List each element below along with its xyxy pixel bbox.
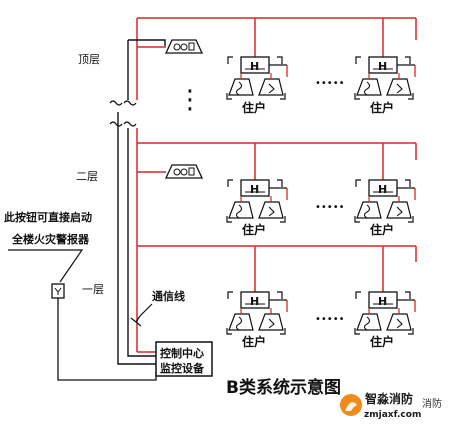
unit-h-symbol: H — [250, 295, 259, 308]
comm-line-leader — [135, 303, 153, 323]
unit-label: 住户 — [370, 222, 394, 237]
unit-h-symbol: H — [250, 183, 259, 196]
watermark: 智淼消防 zmjaxf.com 消防 — [340, 391, 442, 420]
unit-top-right: H — [354, 56, 416, 100]
unit-h-symbol: H — [378, 183, 387, 196]
unit-label: 住户 — [370, 100, 394, 115]
floor-label-first: 一层 — [82, 283, 104, 296]
unit-second-right: H — [354, 179, 416, 223]
red-branch-lines — [137, 17, 417, 292]
alarm-device-second — [164, 164, 204, 179]
control-center-line1: 控制中心 — [160, 346, 204, 360]
comm-line-label: 通信线 — [152, 289, 185, 303]
control-center: 控制中心 监控设备 — [155, 341, 213, 377]
watermark-suffix: 消防 — [422, 397, 442, 410]
main-risers — [117, 18, 166, 365]
vertical-dots-left: ⋮ — [177, 85, 203, 115]
control-center-line2: 监控设备 — [160, 361, 205, 375]
riser-break-marks — [109, 100, 137, 127]
watermark-brand: 智淼消防 — [364, 391, 413, 406]
unit-top-left: H — [226, 56, 288, 100]
bypass-note-leader — [8, 249, 84, 283]
unit-h-symbol: H — [378, 60, 387, 73]
unit-label: 住户 — [242, 334, 266, 349]
ellipsis-top: ••••• — [315, 78, 345, 89]
comm-line-tick — [130, 317, 142, 327]
unit-h-symbol: H — [250, 60, 259, 73]
floor-label-second: 二层 — [76, 170, 98, 183]
watermark-url: zmjaxf.com — [364, 410, 421, 420]
diagram-caption: B类系统示意图 — [226, 377, 341, 398]
unit-second-left: H — [226, 179, 288, 223]
ellipsis-first: ••••• — [315, 314, 345, 325]
manual-alarm-button — [51, 283, 157, 381]
floor-label-top: 顶层 — [78, 53, 100, 66]
unit-label: 住户 — [242, 222, 266, 237]
unit-label: 住户 — [370, 334, 394, 349]
unit-h-symbol: H — [378, 295, 387, 308]
ellipsis-second: ••••• — [315, 202, 345, 213]
bypass-note-line1: 此按钮可直接启动 — [4, 210, 92, 224]
unit-first-left: H — [226, 291, 288, 335]
unit-first-right: H — [354, 291, 416, 335]
bypass-note-line2: 全楼火灾警报器 — [11, 232, 90, 246]
alarm-device-top — [164, 39, 204, 54]
unit-label: 住户 — [242, 100, 266, 115]
